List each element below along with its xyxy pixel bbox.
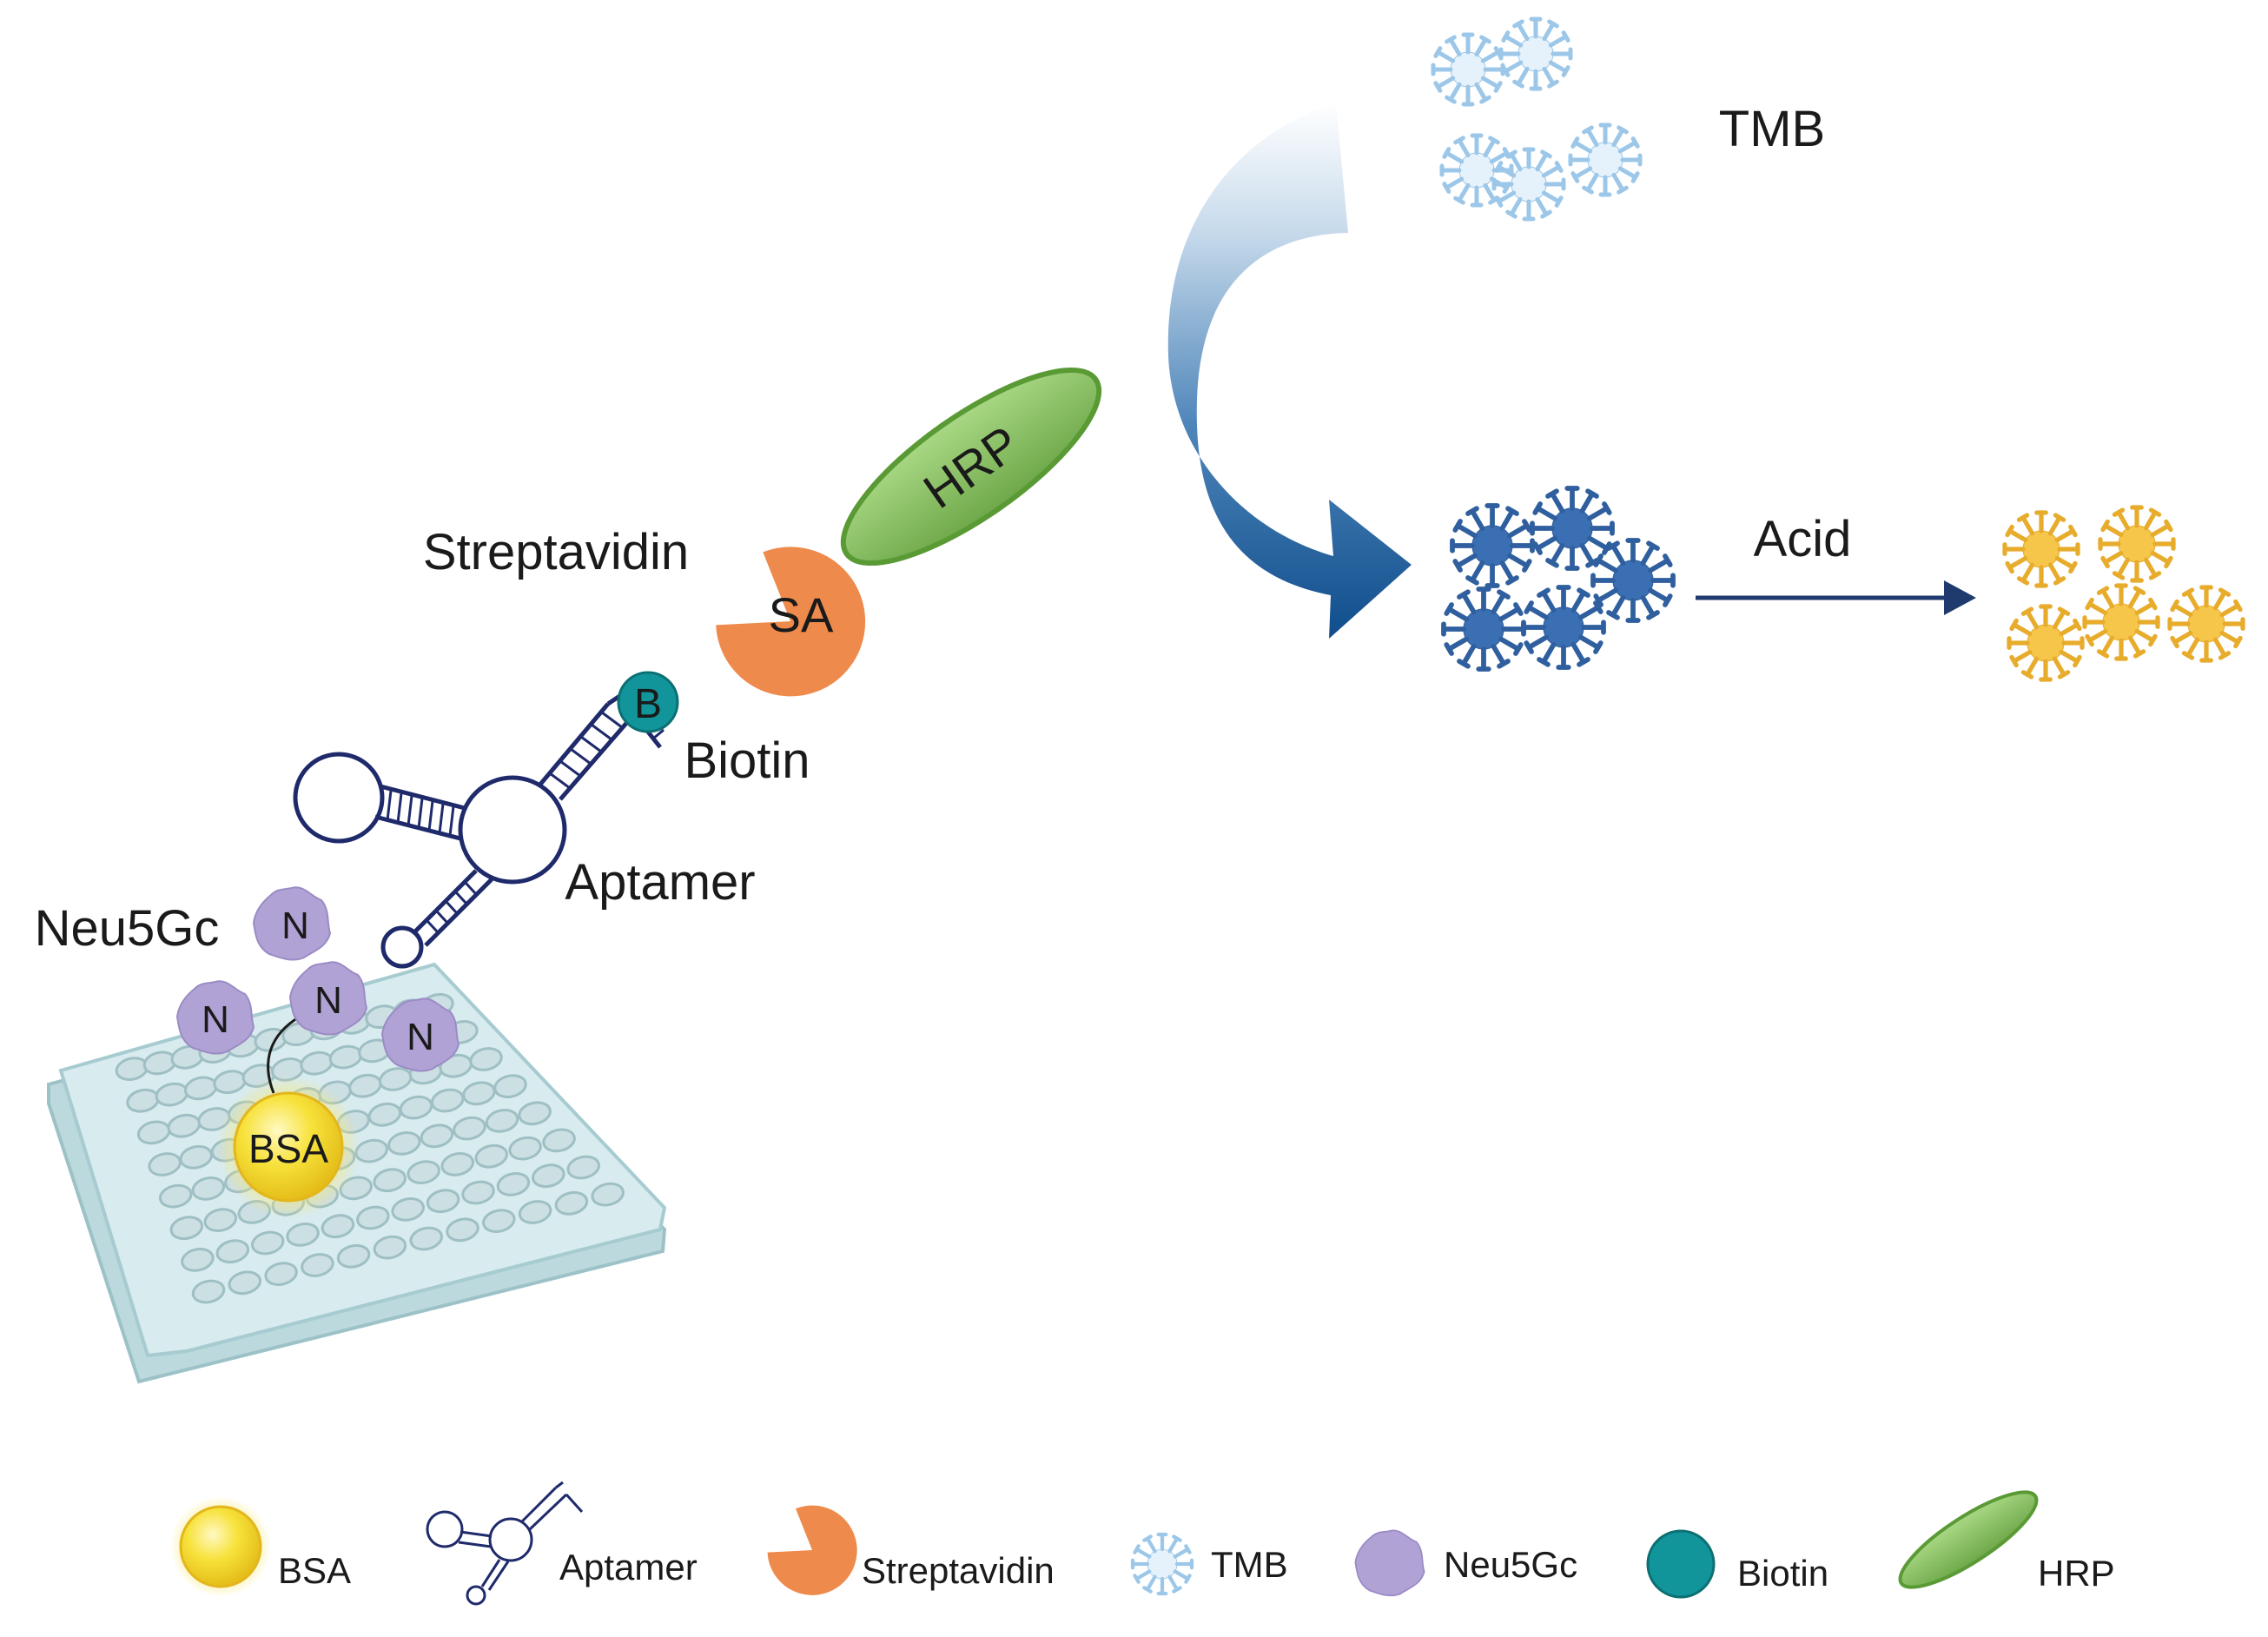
acid-label: Acid (1754, 511, 1852, 567)
plate-well (426, 1189, 460, 1214)
plate-well (356, 1205, 390, 1230)
plate-well (181, 1248, 215, 1272)
plate-well (518, 1101, 552, 1126)
sa-glyph: SA (769, 587, 834, 642)
legend-label-bsa: BSA (278, 1550, 351, 1591)
plate-well (387, 1131, 421, 1156)
plate-well (474, 1143, 508, 1169)
tmb-yellow-group (2005, 507, 2243, 679)
plate-well (203, 1208, 238, 1232)
plate-well (440, 1152, 474, 1176)
tmb-molecule-icon (1133, 1534, 1192, 1594)
plate-well (446, 1217, 479, 1243)
plate-well (321, 1214, 355, 1239)
plate-well (554, 1190, 589, 1216)
biotin-glyph: B (634, 681, 662, 727)
legend-label-biotin: Biotin (1737, 1553, 1828, 1594)
curved-reaction-arrow (1167, 103, 1412, 639)
microplate (47, 962, 667, 1384)
plate-well (461, 1180, 495, 1205)
plate-well (407, 1160, 440, 1184)
plate-well (542, 1128, 576, 1153)
bsa-glyph: BSA (248, 1126, 328, 1171)
neu5gc-glyph-2: N (202, 998, 229, 1041)
biotin-sphere (617, 671, 679, 733)
neu5gc-glyph-4: N (407, 1016, 434, 1058)
neu5gc-label: Neu5Gc (35, 900, 220, 957)
tmb-label: TMB (1719, 101, 1825, 157)
tmb-oxidized-group (1444, 488, 1673, 669)
plate-well (496, 1172, 531, 1196)
biotin-icon (1646, 1529, 1716, 1599)
hrp-icon (1898, 1490, 2039, 1589)
bsa-linker (267, 1015, 301, 1094)
plate-well (485, 1109, 519, 1133)
plate-well (191, 1279, 226, 1304)
legend-label-aptamer: Aptamer (559, 1547, 698, 1587)
bsa-sphere-icon (170, 1496, 271, 1597)
plate-well (453, 1116, 486, 1141)
plate-well (591, 1182, 625, 1207)
biotin-label: Biotin (684, 732, 810, 789)
neu5gc-glyph-3: N (314, 979, 342, 1022)
plate-well (301, 1253, 334, 1277)
bsa-sphere (217, 1076, 360, 1218)
plate-well (469, 1047, 503, 1071)
aptamer-label: Aptamer (565, 854, 755, 911)
aptamer-icon (426, 1481, 584, 1606)
plate-well (420, 1123, 454, 1149)
plate-well (409, 1226, 443, 1251)
plate-well (482, 1209, 516, 1233)
legend-label-streptavidin: Streptavidin (862, 1550, 1055, 1591)
legend-label-tmb: TMB (1211, 1544, 1288, 1585)
plate-well (532, 1163, 565, 1189)
plate-well (250, 1230, 285, 1256)
legend: BSA Aptamer Streptavidin TMB (170, 1481, 2115, 1606)
plate-well (493, 1074, 527, 1098)
plate-well (373, 1235, 407, 1260)
plate-well (373, 1168, 407, 1193)
plate-well (566, 1155, 600, 1180)
legend-label-hrp: HRP (2038, 1553, 2115, 1594)
plate-well (264, 1262, 298, 1286)
neu5gc-icon (1354, 1529, 1425, 1597)
plate-well (391, 1197, 425, 1222)
plate-well (169, 1216, 204, 1241)
hrp-enzyme: HRP (840, 367, 1102, 567)
acid-arrow (1696, 580, 1976, 615)
plate-well (336, 1243, 371, 1269)
streptavidin-label: Streptavidin (423, 524, 689, 580)
tmb-colorless-group (1433, 19, 1640, 219)
plate-well (191, 1176, 226, 1201)
plate-well (286, 1223, 320, 1247)
plate-well (508, 1136, 542, 1161)
plate-well (215, 1239, 250, 1264)
aptamer-structure (293, 693, 665, 969)
streptavidin-icon (757, 1495, 868, 1606)
plate-well (228, 1270, 262, 1296)
plate-well (518, 1200, 552, 1224)
plate-well (158, 1183, 193, 1209)
legend-label-neu5gc: Neu5Gc (1444, 1544, 1577, 1585)
neu5gc-glyph-1: N (281, 905, 309, 947)
